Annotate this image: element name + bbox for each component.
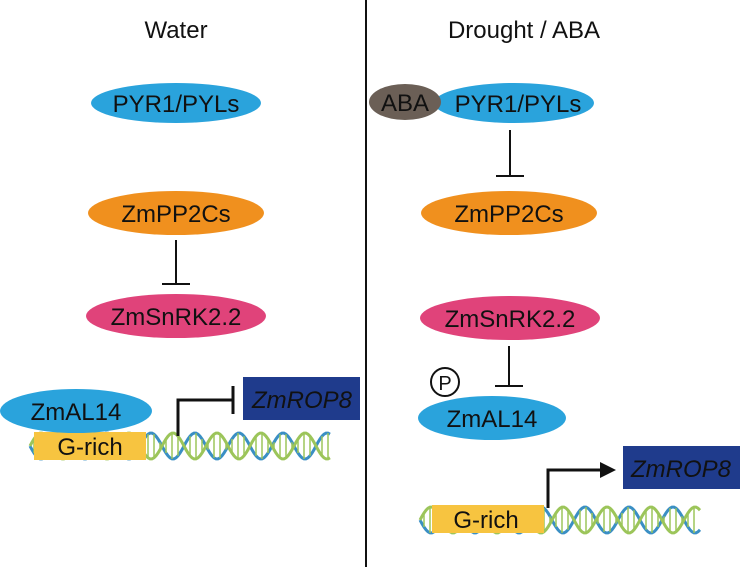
right-tf-label: ZmAL14 <box>447 406 538 433</box>
right-phosphatase-label: ZmPP2Cs <box>454 201 563 228</box>
right-activation-arrow <box>546 462 616 508</box>
left-receptor-shape <box>91 83 261 123</box>
left-gene-box: ZmROP8 <box>243 377 360 420</box>
right-gene-label: ZmROP8 <box>630 456 732 483</box>
right-panel-title: Drought / ABA <box>448 17 600 44</box>
left-kinase-label: ZmSnRK2.2 <box>111 304 242 331</box>
right-phospho-badge: P <box>430 367 460 397</box>
left-gene-label: ZmROP8 <box>251 387 353 414</box>
left-tf-node: ZmAL14 <box>0 389 152 433</box>
right-receptor-shape <box>434 83 594 123</box>
right-ligand-shape <box>369 84 441 120</box>
right-receptor-node: ABA PYR1/PYLs <box>369 83 594 123</box>
right-phosphatase-node: ZmPP2Cs <box>421 191 597 235</box>
right-inhibition-receptor-pp2c <box>496 130 524 177</box>
right-gene-shape <box>623 446 740 489</box>
left-tf-shape <box>0 389 152 433</box>
left-kinase-shape <box>86 294 266 338</box>
right-panel: Drought / ABA ABA PYR1/PYLs ZmPP2Cs ZmSn… <box>369 17 740 535</box>
left-tf-label: ZmAL14 <box>31 399 122 426</box>
left-phosphatase-label: ZmPP2Cs <box>121 201 230 228</box>
right-ligand-label: ABA <box>381 90 429 117</box>
right-phosphatase-shape <box>421 191 597 235</box>
left-phosphatase-shape <box>88 191 264 235</box>
right-gene-box: ZmROP8 <box>623 446 740 489</box>
left-inhibition-pp2c-snrk <box>162 240 190 285</box>
left-phosphatase-node: ZmPP2Cs <box>88 191 264 235</box>
right-kinase-shape <box>420 296 600 340</box>
right-promoter-shape <box>432 505 544 533</box>
right-kinase-label: ZmSnRK2.2 <box>445 306 576 333</box>
right-promoter-box: G-rich <box>432 505 544 534</box>
left-panel: Water PYR1/PYLs ZmPP2Cs ZmSnRK2.2 G-rich <box>0 17 360 461</box>
left-kinase-node: ZmSnRK2.2 <box>86 294 266 338</box>
right-inhibition-snrk-al14 <box>495 346 523 387</box>
right-phospho-circle <box>430 367 460 397</box>
right-promoter-label: G-rich <box>453 507 518 534</box>
left-gene-shape <box>243 377 360 420</box>
left-receptor-label: PYR1/PYLs <box>113 91 240 118</box>
right-phospho-label: P <box>438 373 451 395</box>
left-receptor-node: PYR1/PYLs <box>91 83 261 123</box>
left-promoter-label: G-rich <box>57 434 122 461</box>
left-promoter-box: G-rich <box>34 432 146 461</box>
right-kinase-node: ZmSnRK2.2 <box>420 296 600 340</box>
right-tf-node: ZmAL14 <box>418 396 566 440</box>
right-receptor-label: PYR1/PYLs <box>455 91 582 118</box>
left-promoter-shape <box>34 432 146 460</box>
right-tf-shape <box>418 396 566 440</box>
left-repression-symbol <box>176 386 235 436</box>
left-panel-title: Water <box>144 17 207 44</box>
